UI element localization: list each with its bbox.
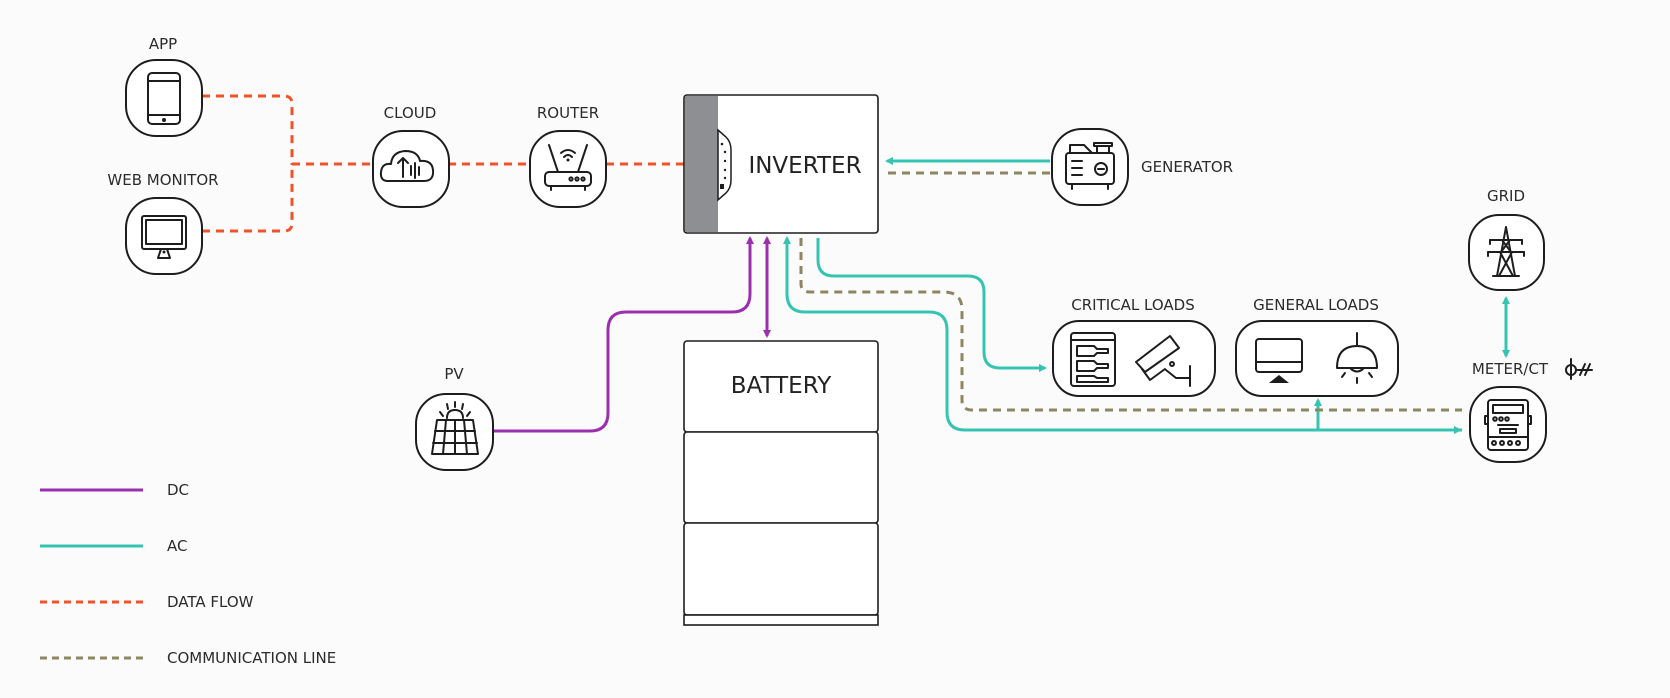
legend-item-communication-line: COMMUNICATION LINE — [40, 649, 336, 667]
pv-node[interactable]: PV — [415, 365, 494, 471]
router-node[interactable]: ROUTER — [529, 104, 607, 208]
legend-item-data-flow: DATA FLOW — [40, 593, 254, 611]
inverter-panel-icon — [717, 128, 732, 202]
generator-label: GENERATOR — [1141, 158, 1233, 176]
wifi-router-icon — [544, 144, 592, 191]
refrigerator-icon — [1070, 332, 1116, 387]
cloud-node[interactable]: CLOUD — [372, 104, 450, 208]
electric-meter-icon — [1484, 399, 1532, 451]
data-flow-web-line — [202, 165, 294, 233]
ac-meter-inverter-line — [783, 236, 1462, 432]
general-loads-label: GENERAL LOADS — [1253, 296, 1379, 314]
web-monitor-label: WEB MONITOR — [107, 171, 218, 189]
critical-loads-label: CRITICAL LOADS — [1071, 296, 1194, 314]
computer-monitor-icon — [1255, 338, 1303, 383]
battery-base — [683, 614, 879, 626]
ac-inverter-critical-line — [816, 238, 1047, 372]
pv-label: PV — [444, 365, 464, 383]
ceiling-lamp-icon — [1336, 332, 1378, 384]
grid-label: GRID — [1487, 187, 1525, 205]
inverter-node[interactable]: INVERTER — [683, 94, 879, 234]
inverter-label: INVERTER — [748, 153, 861, 179]
battery-module-3 — [683, 522, 879, 616]
cloud-upload-icon — [379, 150, 435, 182]
data-flow-app-line — [202, 94, 294, 165]
battery-label: BATTERY — [731, 373, 832, 399]
battery-module-2 — [683, 431, 879, 524]
meter-ct-label: METER/CT — [1472, 360, 1549, 378]
dc-pv-inverter-line — [493, 236, 754, 433]
legend-label-data-flow: DATA FLOW — [167, 593, 254, 611]
app-node[interactable]: APP — [125, 35, 203, 137]
legend-label-communication-line: COMMUNICATION LINE — [167, 649, 336, 667]
smartphone-icon — [147, 72, 181, 125]
solar-panel-icon — [431, 401, 479, 455]
legend-label-dc: DC — [167, 481, 189, 499]
general-loads-node[interactable]: GENERAL LOADS — [1235, 296, 1399, 397]
legend-item-dc: DC — [40, 481, 189, 499]
legend: DC AC DATA FLOW COMMUNICATION LINE — [40, 481, 336, 667]
web-monitor-node[interactable]: WEB MONITOR — [107, 171, 219, 275]
legend-item-ac: AC — [40, 537, 187, 555]
security-camera-icon — [1135, 335, 1191, 387]
desktop-monitor-icon — [141, 215, 187, 259]
meter-ct-node[interactable]: METER/CT — [1469, 358, 1593, 463]
battery-node[interactable]: BATTERY — [683, 340, 879, 626]
critical-loads-node[interactable]: CRITICAL LOADS — [1052, 296, 1216, 397]
current-transformer-icon — [1565, 358, 1593, 380]
generator-icon — [1065, 142, 1115, 190]
inverter-side-panel — [685, 96, 718, 232]
legend-label-ac: AC — [167, 537, 187, 555]
grid-node[interactable]: GRID — [1468, 187, 1545, 291]
transmission-tower-icon — [1487, 226, 1525, 277]
app-label: APP — [149, 35, 177, 53]
cloud-label: CLOUD — [384, 104, 437, 122]
generator-node[interactable]: GENERATOR — [1051, 128, 1233, 206]
router-label: ROUTER — [537, 104, 599, 122]
